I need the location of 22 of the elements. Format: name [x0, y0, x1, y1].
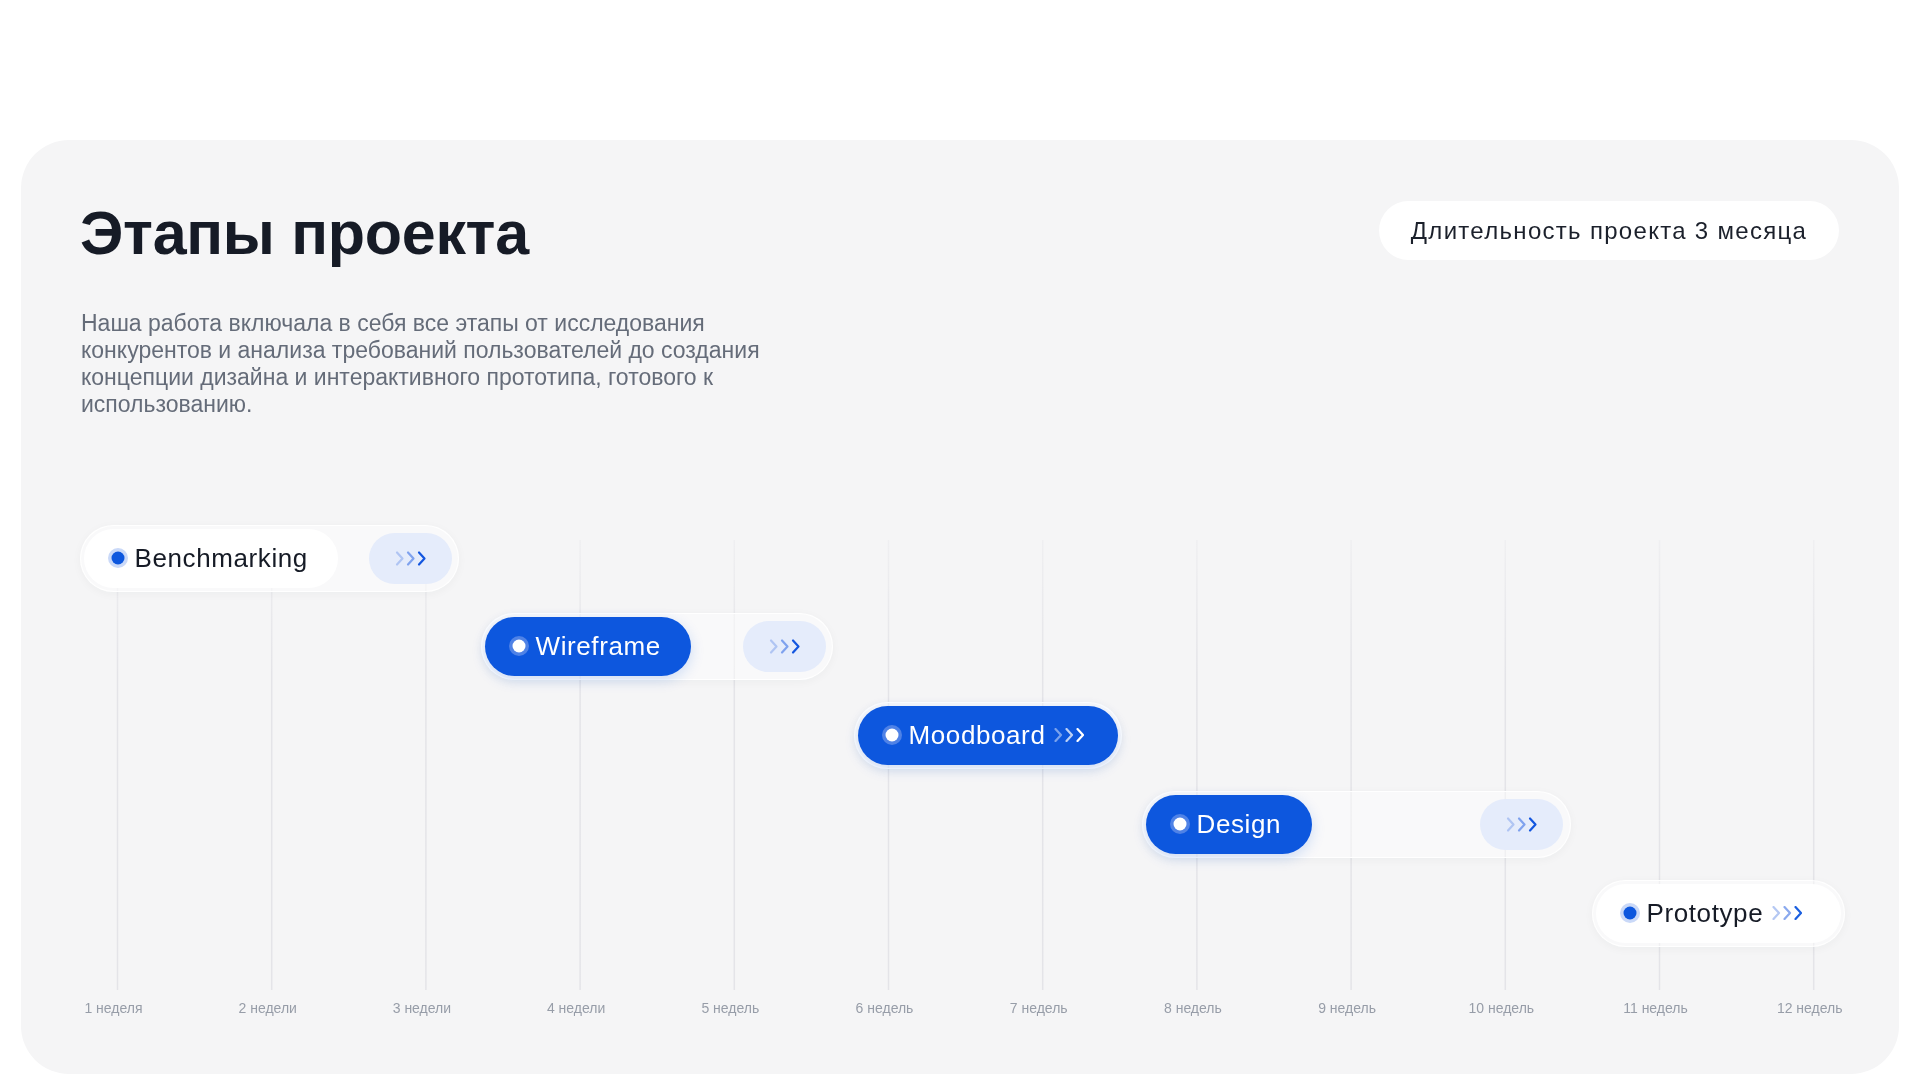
week-label: 8 недель — [1163, 1000, 1222, 1016]
week-label: 6 недель — [855, 1000, 914, 1016]
stage-chip — [484, 616, 691, 676]
week-label: 2 недели — [238, 1000, 297, 1016]
week-label: 12 недель — [1776, 1000, 1843, 1016]
stage-label: Prototype — [1646, 898, 1764, 928]
description-text: Наша работа включала в себя все этапы от исследования конкурентов и анализа требований пользователей до создания концепции дизайна и интерактивного прототипа, готового к использованию. — [81, 310, 761, 418]
week-label: 7 недель — [1009, 1000, 1068, 1016]
week-label: 1 неделя — [84, 1000, 143, 1016]
week-label: 4 недели — [546, 1000, 606, 1016]
week-label: 10 недель — [1468, 1000, 1535, 1016]
duration-badge: Длительность проекта 3 месяца — [1379, 201, 1839, 260]
stage-chip — [83, 528, 338, 588]
stage-label: Moodboard — [908, 720, 1046, 750]
week-label: 11 недель — [1623, 1000, 1688, 1016]
stage-label: Wireframe — [535, 631, 661, 661]
week-label: 5 недель — [701, 1000, 760, 1016]
stage-label: Benchmarking — [134, 543, 308, 573]
week-label: 3 недели — [392, 1000, 452, 1016]
stage-label: Design — [1196, 809, 1282, 839]
week-label: 9 недель — [1318, 1000, 1376, 1016]
stage-chip — [1145, 794, 1312, 854]
